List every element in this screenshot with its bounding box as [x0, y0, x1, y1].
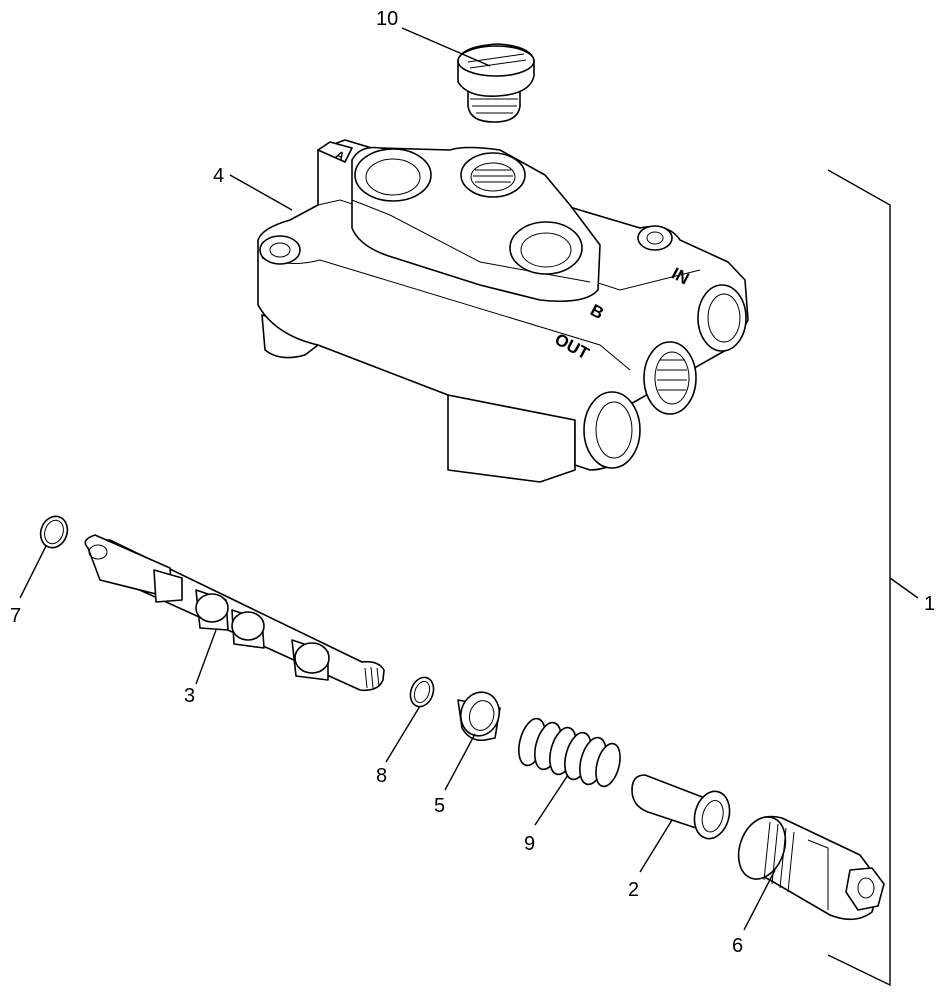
- part-valve-body: [257, 139, 749, 483]
- callout-10: 10: [376, 8, 398, 30]
- callout-9: 9: [524, 833, 535, 855]
- callout-5: 5: [434, 795, 445, 817]
- callout-1: 1: [924, 593, 935, 615]
- assembly-bracket: [827, 169, 919, 987]
- part-spool: [84, 534, 385, 692]
- callout-7: 7: [10, 605, 21, 627]
- callout-3: 3: [184, 685, 195, 707]
- part-plug: [457, 43, 535, 123]
- part-bushing: [457, 691, 501, 742]
- callout-6: 6: [732, 935, 743, 957]
- part-o-ring: [409, 676, 435, 708]
- callout-8: 8: [376, 765, 387, 787]
- part-spring: [518, 717, 621, 788]
- marking-in: IN: [668, 264, 692, 289]
- part-cap: [737, 815, 885, 921]
- part-o-ring-small: [39, 515, 69, 549]
- callout-labels: 10 4 7 3 1 8 5 9 2 6: [10, 8, 935, 957]
- leader-lines: [19, 27, 776, 931]
- part-sleeve: [631, 774, 731, 840]
- callout-4: 4: [213, 165, 224, 187]
- callout-2: 2: [628, 879, 639, 901]
